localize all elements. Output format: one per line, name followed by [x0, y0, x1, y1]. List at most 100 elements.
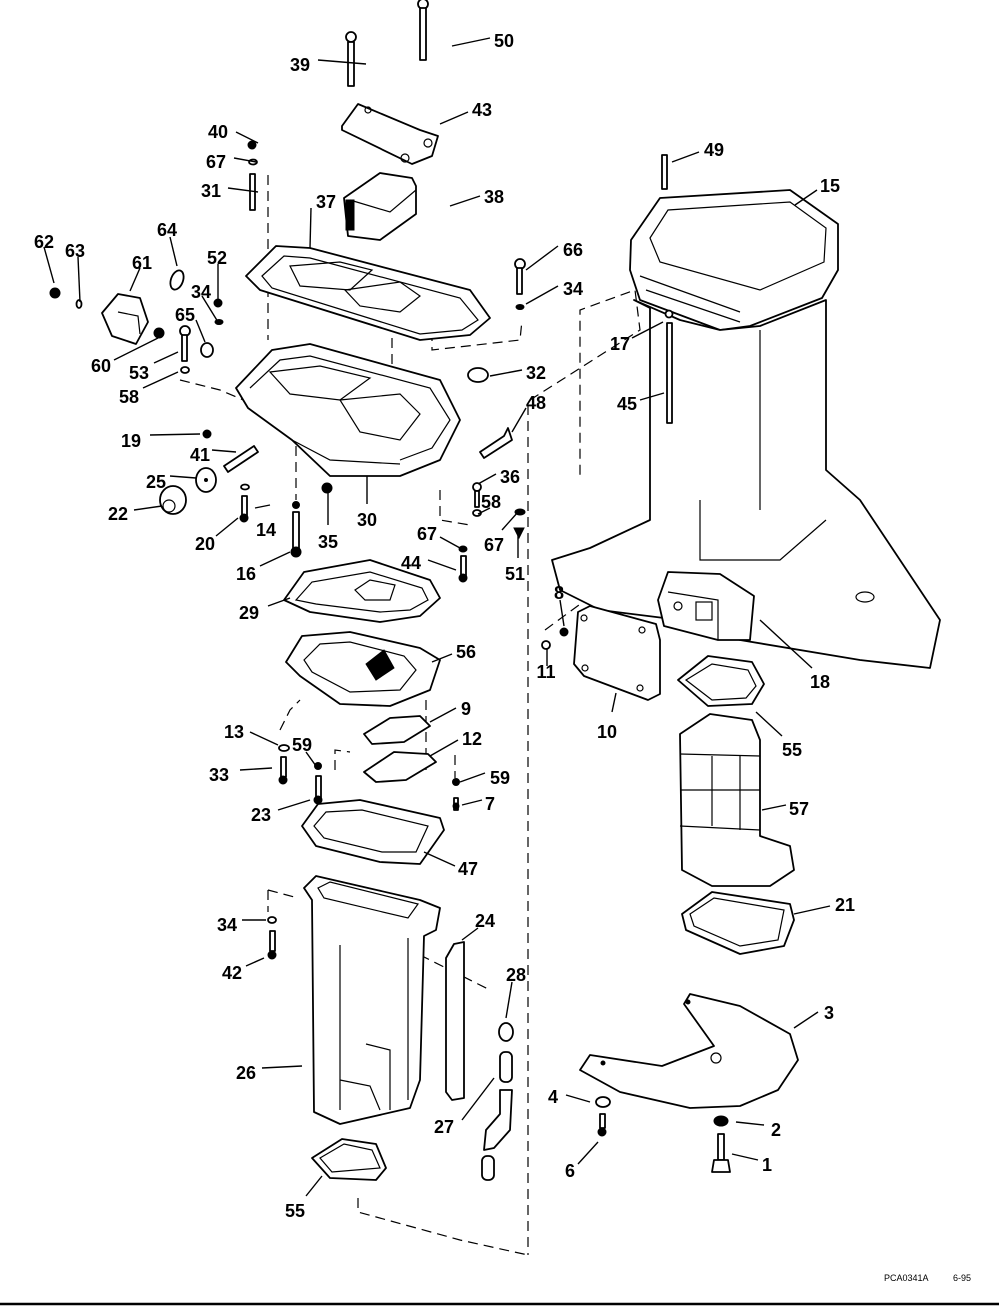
- tube-24: [445, 941, 465, 1101]
- callout-23: 23: [251, 805, 271, 825]
- callout-26: 26: [236, 1063, 256, 1083]
- washer-17: [664, 309, 674, 319]
- fitting-60: [153, 327, 165, 339]
- callout-62: 62: [34, 232, 54, 252]
- callout-37: 37: [316, 192, 336, 212]
- leader-line-34b: [525, 285, 559, 305]
- leader-line-34a: [201, 295, 219, 323]
- leader-line-67a: [233, 157, 257, 163]
- stud-45: [666, 322, 673, 424]
- callout-48: 48: [526, 393, 546, 413]
- callout-57: 57: [789, 799, 809, 819]
- leader-line-31: [227, 187, 259, 193]
- callout-10: 10: [597, 722, 617, 742]
- callout-13: 13: [224, 722, 244, 742]
- callout-25: 25: [146, 472, 166, 492]
- callout-29: 29: [239, 603, 259, 623]
- leader-line-56: [431, 653, 453, 663]
- leader-line-23: [277, 799, 311, 811]
- callout-4: 4: [548, 1087, 558, 1107]
- leader-line-3: [793, 1011, 819, 1029]
- callout-20: 20: [195, 534, 215, 554]
- callout-27: 27: [434, 1117, 454, 1137]
- leader-line-58a: [142, 371, 179, 389]
- callout-58a: 58: [119, 387, 139, 407]
- leader-line-32: [489, 369, 523, 377]
- callout-61: 61: [132, 253, 152, 273]
- washer-34-lower: [267, 916, 277, 924]
- leader-line-9: [429, 707, 457, 723]
- callout-28: 28: [506, 965, 526, 985]
- housing-61: [101, 293, 149, 345]
- callout-66: 66: [563, 240, 583, 260]
- bolt-53: [179, 325, 191, 362]
- leader-line-47: [423, 851, 456, 867]
- callout-34b: 34: [563, 279, 583, 299]
- leader-line-41: [211, 449, 237, 453]
- leader-line-16: [259, 551, 291, 567]
- leader-line-57: [761, 804, 787, 811]
- leader-line-55a: [755, 711, 783, 737]
- exhaust-tube-57: [679, 713, 795, 887]
- leader-line-24: [461, 927, 479, 941]
- nut-52: [213, 298, 223, 308]
- callout-59b: 59: [490, 768, 510, 788]
- bolt-42: [267, 930, 277, 960]
- gasket-9: [363, 715, 431, 745]
- plug-32: [467, 367, 489, 383]
- leader-line-59b: [459, 772, 486, 783]
- callout-63: 63: [65, 241, 85, 261]
- callout-7: 7: [485, 794, 495, 814]
- bolt-23: [313, 775, 323, 805]
- leader-line-19: [149, 433, 201, 436]
- leader-line-49: [671, 151, 700, 163]
- nut-59-left: [314, 762, 322, 770]
- plug-51: [513, 527, 525, 540]
- leader-line-50: [451, 37, 491, 47]
- leader-line-1: [731, 1153, 759, 1161]
- callout-39: 39: [290, 55, 310, 75]
- callout-67c: 67: [484, 535, 504, 555]
- leader-line-18: [759, 619, 813, 669]
- leader-line-39: [317, 59, 367, 65]
- bolt-39: [345, 31, 357, 87]
- leader-line-29: [267, 597, 291, 607]
- callout-67b: 67: [417, 524, 437, 544]
- o-ring-63: [75, 299, 83, 309]
- figure-code: PCA0341A: [884, 1273, 929, 1283]
- callout-34a: 34: [191, 282, 211, 302]
- callout-15: 15: [820, 176, 840, 196]
- callout-leader-lines: [43, 37, 831, 1197]
- figure-date: 6-95: [953, 1273, 971, 1283]
- leader-line-67c: [501, 511, 519, 531]
- grommet-65: [200, 342, 214, 358]
- callout-52: 52: [207, 248, 227, 268]
- callout-67a: 67: [206, 152, 226, 172]
- leader-line-60: [113, 337, 159, 361]
- leader-line-43: [439, 111, 469, 125]
- cover-10: [573, 605, 661, 701]
- callout-2: 2: [771, 1120, 781, 1140]
- sleeve-27-b: [481, 1155, 495, 1181]
- drive-shaft-housing-15: [551, 189, 941, 669]
- leader-line-40: [235, 131, 259, 144]
- bolt-20: [239, 495, 249, 523]
- leader-line-28: [505, 981, 513, 1019]
- leader-line-37: [309, 207, 312, 249]
- leader-line-65: [195, 319, 206, 343]
- leader-line-21: [793, 905, 831, 915]
- washer-67-mid: [458, 545, 468, 553]
- leader-line-33: [239, 767, 273, 771]
- leader-line-7: [461, 799, 483, 806]
- leader-line-55b: [305, 1175, 323, 1197]
- leader-line-25: [169, 475, 197, 479]
- o-ring-64: [169, 269, 185, 291]
- leader-line-4: [565, 1094, 591, 1103]
- leader-line-53: [153, 351, 179, 364]
- callout-16: 16: [236, 564, 256, 584]
- washer-58-left: [180, 366, 190, 374]
- seal-55-lower: [311, 1138, 387, 1181]
- leader-line-48: [511, 407, 527, 433]
- hose-27: [483, 1089, 513, 1151]
- callout-49: 49: [704, 140, 724, 160]
